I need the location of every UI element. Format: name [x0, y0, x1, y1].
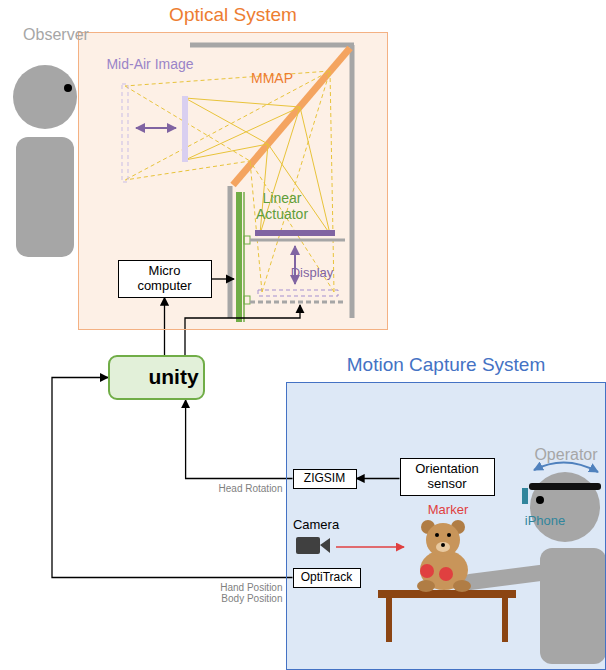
signal-arrow	[186, 400, 293, 479]
optitrack-box: OptiTrack	[293, 568, 361, 588]
signal-label: Hand Position Body Position	[211, 582, 283, 605]
signal-label: Head Rotation	[211, 483, 283, 495]
mocap-panel-ground	[286, 382, 606, 670]
optical-panel-ground	[78, 32, 388, 330]
iphone-label: iPhone	[525, 514, 565, 529]
linear-actuator	[236, 192, 250, 322]
box-label: ZIGSIM	[304, 472, 345, 486]
signal-arrow	[357, 478, 400, 479]
display-label: Display	[291, 266, 334, 281]
teddy-bear	[378, 520, 516, 642]
box-label: Micro computer	[129, 264, 201, 294]
microcomputer-box: Micro computer	[118, 260, 212, 298]
operator-label: Operator	[534, 446, 597, 464]
signal-arrow	[52, 378, 293, 578]
signal-arrow	[164, 298, 165, 356]
optical-frame	[190, 45, 354, 318]
box-label: unity	[114, 365, 198, 389]
panel-title: Optical System	[79, 4, 387, 26]
mid-air-image	[122, 84, 188, 182]
mid-air-image-label: Mid-Air Image	[106, 56, 193, 72]
marker-dot	[439, 567, 453, 581]
panel-title: Motion Capture System	[287, 354, 605, 376]
box-label: Orientation sensor	[407, 462, 487, 492]
marker-dot	[420, 564, 434, 578]
display	[250, 230, 345, 302]
observer-figure	[13, 65, 77, 257]
orientation-sensor-box: Orientation sensor	[400, 458, 495, 496]
camera-icon	[296, 537, 404, 554]
mmap-label: MMAP	[251, 70, 293, 86]
unity-box: unity	[108, 355, 205, 400]
observer-label: Observer	[23, 26, 89, 44]
linear-actuator-label: Linear Actuator	[250, 190, 314, 222]
box-label: OptiTrack	[301, 571, 353, 585]
marker-label: Marker	[428, 503, 468, 518]
camera-label: Camera	[293, 518, 339, 533]
optical-system-panel: Optical SystemMicro computer	[78, 32, 388, 330]
zigsim-box: ZIGSIM	[293, 469, 357, 489]
